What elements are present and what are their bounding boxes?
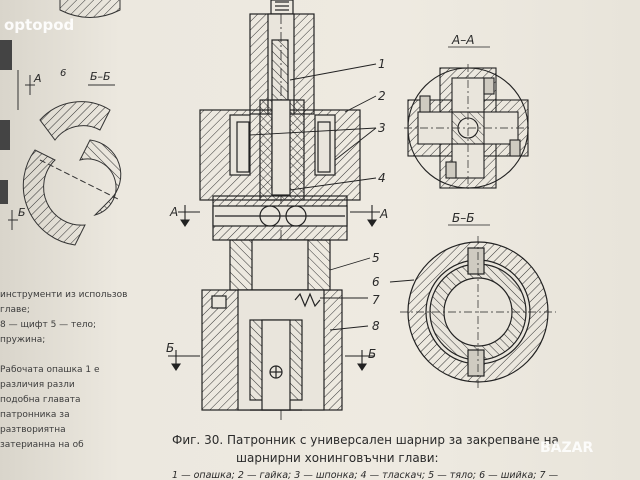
cut-mark-a-left: А [169, 205, 178, 219]
caption-line-3: 1 — опашка; 2 — гайка; 3 — шпонка; 4 — т… [172, 470, 559, 480]
caption-line-1: Фиг. 30. Патронник с универсален шарнир … [172, 433, 559, 447]
left-partial-figure [0, 0, 122, 246]
cut-lines [168, 205, 380, 371]
small-section-bb: Б–Б [90, 70, 111, 83]
left-line-9: патронника за [0, 410, 70, 420]
section-aa [404, 64, 532, 192]
callout-6: 6 [372, 275, 380, 289]
callout-2: 2 [378, 89, 386, 103]
left-line-6: Рабочата опашка 1 е [0, 365, 100, 375]
watermark-bottom-right: BAZAR [540, 440, 593, 456]
section-bb-title: Б–Б [452, 211, 474, 225]
left-line-10: разтвориятна [0, 425, 66, 435]
left-line-4: пружина; [0, 335, 45, 345]
callout-7: 7 [372, 293, 380, 307]
small-cut-b: Б [18, 206, 26, 219]
small-cut-a: А [33, 72, 42, 85]
watermark-top-left: optopod [4, 16, 74, 34]
left-line-1: инструменти из использов [0, 290, 127, 300]
caption-line-2: шарнирни хонинговъчни глави: [236, 451, 439, 465]
left-line-3: 8 — щифт 5 — тело; [0, 320, 96, 330]
callout-4: 4 [378, 171, 386, 185]
section-bb [400, 236, 556, 388]
left-line-7: различия разли [0, 380, 75, 390]
callout-leaders [249, 63, 415, 331]
left-column-text: инструменти из использов главе; 8 — щифт… [0, 290, 127, 450]
callout-1: 1 [378, 57, 386, 71]
callout-3: 3 [378, 121, 386, 135]
section-aa-title: А–А [451, 33, 474, 47]
callout-5: 5 [372, 251, 380, 265]
left-line-8: подобна главата [0, 395, 81, 405]
cut-mark-b-left: Б [166, 341, 174, 355]
left-line-11: затерианна на об [0, 440, 84, 450]
small-callout-6: 6 [60, 68, 66, 79]
callout-8: 8 [372, 319, 380, 333]
cut-mark-b-right: Б [368, 347, 376, 361]
cut-mark-a-right: А [379, 207, 388, 221]
left-line-2: главе; [0, 305, 30, 315]
chuck-section [199, 0, 361, 420]
